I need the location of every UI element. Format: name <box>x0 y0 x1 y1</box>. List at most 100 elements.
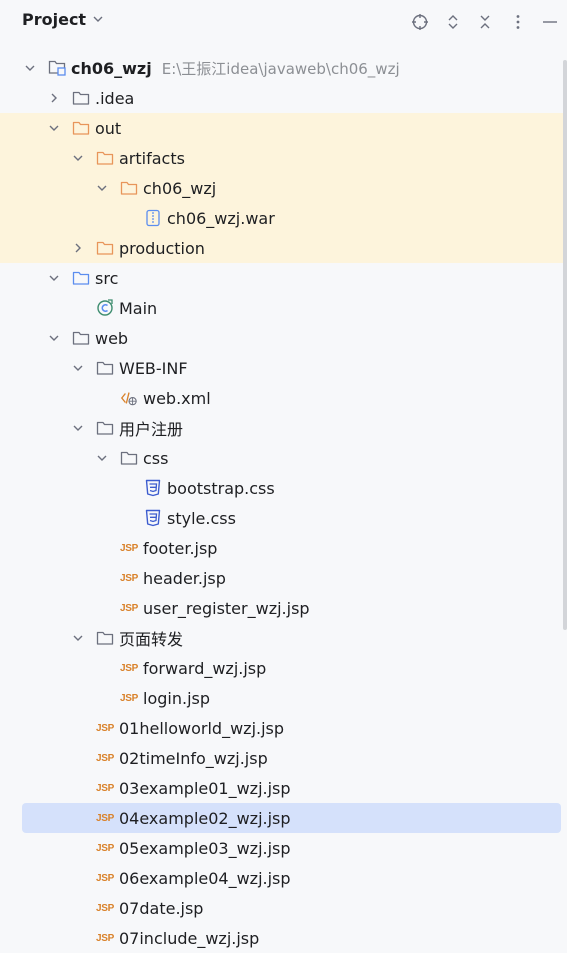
tree-spacer <box>70 780 86 796</box>
jsp-badge: JSP <box>96 752 115 764</box>
chevron-down-icon[interactable] <box>70 420 86 436</box>
tree-spacer <box>94 660 110 676</box>
css-file-icon <box>144 509 162 527</box>
jsp-file-icon: JSP <box>120 539 138 557</box>
tree-item[interactable]: WEB-INF <box>0 353 567 383</box>
tree-spacer <box>70 930 86 946</box>
tree-item-label: WEB-INF <box>119 358 188 378</box>
chevron-right-icon[interactable] <box>46 90 62 106</box>
tree-item[interactable]: ch06_wzj <box>0 173 567 203</box>
tree-item[interactable]: .idea <box>0 83 567 113</box>
jsp-badge: JSP <box>96 722 115 734</box>
chevron-down-icon[interactable] <box>46 330 62 346</box>
tree-item[interactable]: bootstrap.css <box>0 473 567 503</box>
tree-item-label: web.xml <box>143 388 211 408</box>
expand-icon[interactable] <box>442 11 464 33</box>
tree-item-label: footer.jsp <box>143 538 218 558</box>
tree-spacer <box>70 870 86 886</box>
tree-item[interactable]: Main <box>0 293 567 323</box>
tree-item[interactable]: artifacts <box>0 143 567 173</box>
class-icon <box>96 299 114 317</box>
tree-item-label: 02timeInfo_wzj.jsp <box>119 748 268 768</box>
tree-item[interactable]: web <box>0 323 567 353</box>
jsp-file-icon: JSP <box>96 749 114 767</box>
tree-item-label: .idea <box>95 88 135 108</box>
project-view-selector[interactable]: Project <box>22 10 104 29</box>
tree-spacer <box>118 210 134 226</box>
war-archive-icon <box>144 209 162 227</box>
tree-item[interactable]: 页面转发 <box>0 623 567 653</box>
crosshair-icon[interactable] <box>409 11 431 33</box>
folder-excluded-icon <box>120 179 138 197</box>
chevron-down-icon[interactable] <box>46 120 62 136</box>
more-icon[interactable] <box>507 11 529 33</box>
jsp-file-icon: JSP <box>120 689 138 707</box>
tree-item[interactable]: src <box>0 263 567 293</box>
tree-item[interactable]: css <box>0 443 567 473</box>
chevron-right-icon[interactable] <box>70 240 86 256</box>
tree-item[interactable]: JSP footer.jsp <box>0 533 567 563</box>
module-path: E:\王振江idea\javaweb\ch06_wzj <box>161 59 400 78</box>
collapse-icon[interactable] <box>474 11 496 33</box>
tree-item[interactable]: JSP 04example02_wzj.jsp <box>0 803 567 833</box>
tree-item[interactable]: out <box>0 113 567 143</box>
tree-spacer <box>70 750 86 766</box>
jsp-file-icon: JSP <box>96 899 114 917</box>
tree-item[interactable]: web.xml <box>0 383 567 413</box>
source-folder-icon <box>72 269 90 287</box>
tree-item[interactable]: ch06_wzj.war <box>0 203 567 233</box>
folder-icon <box>96 359 114 377</box>
tree-spacer <box>94 570 110 586</box>
tree-item-label: user_register_wzj.jsp <box>143 598 310 618</box>
jsp-file-icon: JSP <box>96 809 114 827</box>
tree-spacer <box>118 480 134 496</box>
chevron-down-icon[interactable] <box>70 360 86 376</box>
chevron-down-icon[interactable] <box>94 450 110 466</box>
chevron-down-icon[interactable] <box>70 150 86 166</box>
tree-item-label: src <box>95 268 119 288</box>
css-file-icon <box>144 479 162 497</box>
tree-item-label: forward_wzj.jsp <box>143 658 267 678</box>
folder-icon <box>120 449 138 467</box>
jsp-badge: JSP <box>96 812 115 824</box>
tree-item[interactable]: JSP 01helloworld_wzj.jsp <box>0 713 567 743</box>
tree-item[interactable]: JSP 02timeInfo_wzj.jsp <box>0 743 567 773</box>
tree-spacer <box>118 510 134 526</box>
chevron-down-icon[interactable] <box>22 60 38 76</box>
vertical-scrollbar[interactable] <box>563 60 567 630</box>
chevron-down-icon[interactable] <box>94 180 110 196</box>
tree-item-label: bootstrap.css <box>167 478 275 498</box>
tree-item-label: 06example04_wzj.jsp <box>119 868 291 888</box>
jsp-file-icon: JSP <box>96 719 114 737</box>
chevron-down-icon <box>92 10 104 29</box>
tree-item-label: artifacts <box>119 148 185 168</box>
chevron-down-icon[interactable] <box>46 270 62 286</box>
tree-item[interactable]: style.css <box>0 503 567 533</box>
tree-spacer <box>94 390 110 406</box>
tree-spacer <box>70 840 86 856</box>
tree-item-label: Main <box>119 298 158 318</box>
tree-item-label: css <box>143 448 169 468</box>
jsp-badge: JSP <box>120 692 139 704</box>
tree-item-label: 04example02_wzj.jsp <box>119 808 291 828</box>
minimize-icon[interactable] <box>539 11 561 33</box>
tree-item-label: production <box>119 238 205 258</box>
web-folder-icon <box>72 329 90 347</box>
tree-item[interactable]: production <box>0 233 567 263</box>
tree-item-label: 01helloworld_wzj.jsp <box>119 718 285 738</box>
tree-item[interactable]: 用户注册 <box>0 413 567 443</box>
tree-spacer <box>70 900 86 916</box>
tree-spacer <box>94 690 110 706</box>
chevron-down-icon[interactable] <box>70 630 86 646</box>
